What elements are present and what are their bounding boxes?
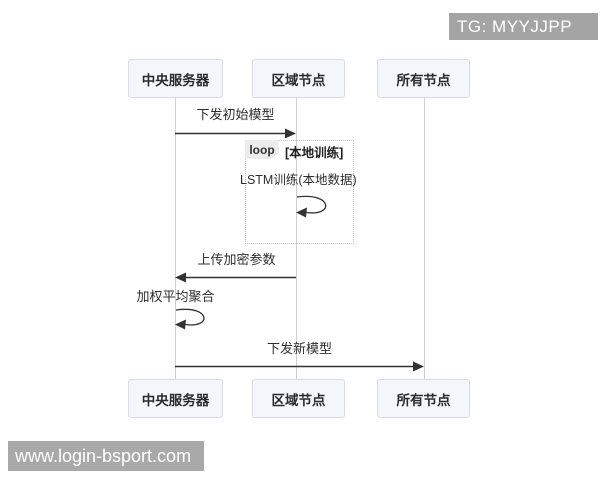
- actor-bottom-regional-node: 区域节点: [252, 379, 345, 418]
- message-label-aggregate: 加权平均聚合: [136, 289, 215, 304]
- actor-label: 中央服务器: [141, 72, 210, 88]
- arrowhead-new-model: [413, 361, 424, 372]
- actor-label: 区域节点: [271, 72, 326, 88]
- message-label-upload-params: 上传加密参数: [197, 252, 276, 267]
- arrowhead-aggregate: [175, 319, 186, 330]
- loop-label-text: loop: [249, 142, 275, 157]
- actor-bottom-central-server: 中央服务器: [128, 379, 223, 418]
- message-label-lstm-training: LSTM训练(本地数据): [240, 173, 357, 187]
- actor-label: 中央服务器: [141, 392, 210, 408]
- actor-top-regional-node: 区域节点: [252, 59, 345, 98]
- message-label-new-model: 下发新模型: [266, 341, 332, 356]
- arrowhead-initial-model: [285, 128, 296, 139]
- loop-condition: [本地训练]: [285, 146, 344, 160]
- actor-label: 所有节点: [396, 72, 451, 88]
- loop-label: loop: [245, 140, 279, 159]
- actor-label: 区域节点: [271, 392, 326, 408]
- arrowhead-upload-params: [175, 272, 186, 283]
- actor-top-central-server: 中央服务器: [128, 59, 223, 98]
- tg-watermark-badge: TG: MYYJJPP: [449, 13, 598, 40]
- actor-top-all-nodes: 所有节点: [377, 59, 470, 98]
- message-label-initial-model: 下发初始模型: [196, 107, 275, 122]
- loop-frame: [245, 140, 354, 244]
- actor-label: 所有节点: [396, 392, 451, 408]
- self-loop-aggregate: [175, 308, 205, 326]
- site-watermark: www.login-bsport.com: [8, 441, 204, 471]
- actor-bottom-all-nodes: 所有节点: [377, 379, 470, 418]
